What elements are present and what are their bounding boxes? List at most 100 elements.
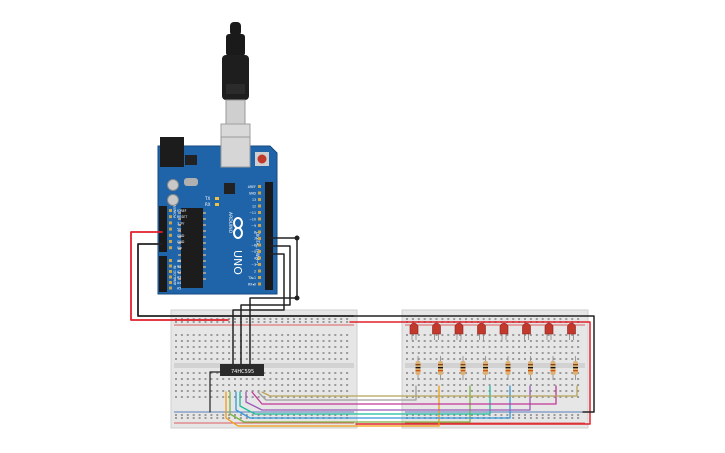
breadboard-hole[interactable] [571,417,574,419]
breadboard-hole[interactable] [565,352,568,354]
breadboard-hole[interactable] [500,318,503,320]
breadboard-hole[interactable] [275,414,278,416]
breadboard-hole[interactable] [293,334,295,336]
breadboard-hole[interactable] [482,414,485,416]
breadboard-hole[interactable] [228,321,231,323]
breadboard-hole[interactable] [228,340,231,342]
breadboard-hole[interactable] [512,318,515,320]
breadboard-hole[interactable] [281,390,284,392]
breadboard-hole[interactable] [198,340,201,342]
breadboard-hole[interactable] [500,346,503,348]
breadboard-hole[interactable] [571,346,574,348]
pin-hole[interactable] [258,204,261,208]
breadboard-hole[interactable] [435,384,438,386]
breadboard-hole[interactable] [529,318,532,320]
breadboard-hole[interactable] [535,417,538,419]
breadboard-hole[interactable] [482,396,485,398]
breadboard-hole[interactable] [298,390,301,392]
breadboard-hole[interactable] [245,340,248,342]
breadboard-hole[interactable] [216,384,219,386]
breadboard-hole[interactable] [476,396,479,398]
breadboard-hole[interactable] [204,321,207,323]
breadboard-hole[interactable] [565,318,568,320]
breadboard-hole[interactable] [216,340,219,342]
led-red[interactable] [409,322,419,340]
breadboard-hole[interactable] [577,352,580,354]
breadboard-hole[interactable] [559,417,562,419]
breadboard-hole[interactable] [222,318,225,320]
breadboard-hole[interactable] [559,340,562,342]
breadboard-hole[interactable] [500,334,503,336]
breadboard-hole[interactable] [476,352,479,354]
reset-button[interactable] [255,152,269,166]
breadboard-hole[interactable] [547,334,550,336]
breadboard-hole[interactable] [180,417,183,419]
breadboard-hole[interactable] [263,346,266,348]
breadboard-hole[interactable] [488,346,491,348]
breadboard-hole[interactable] [529,396,532,398]
breadboard-hole[interactable] [411,334,414,336]
breadboard-hole[interactable] [453,318,456,320]
breadboard-hole[interactable] [316,414,319,416]
breadboard-hole[interactable] [411,318,414,320]
breadboard-hole[interactable] [494,390,497,392]
breadboard-hole[interactable] [447,396,450,398]
breadboard-hole[interactable] [506,352,509,354]
breadboard-hole[interactable] [192,417,195,419]
breadboard-hole[interactable] [257,318,260,320]
breadboard-hole[interactable] [186,417,189,419]
pin-hole[interactable] [258,269,261,273]
breadboard-hole[interactable] [186,334,189,336]
breadboard-hole[interactable] [512,346,515,348]
breadboard-hole[interactable] [571,318,574,320]
breadboard-hole[interactable] [512,390,515,392]
breadboard-hole[interactable] [328,358,331,360]
breadboard-hole[interactable] [512,340,515,342]
breadboard-hole[interactable] [322,340,325,342]
pin-hole[interactable] [169,281,172,284]
breadboard-hole[interactable] [417,378,420,380]
breadboard-hole[interactable] [263,318,266,320]
breadboard-hole[interactable] [340,334,343,336]
breadboard-hole[interactable] [316,384,319,386]
breadboard-hole[interactable] [316,352,319,354]
breadboard-hole[interactable] [547,358,550,360]
breadboard-hole[interactable] [210,390,213,392]
breadboard-hole[interactable] [275,358,278,360]
breadboard-hole[interactable] [494,396,497,398]
breadboard-hole[interactable] [406,318,408,320]
breadboard-hole[interactable] [228,396,231,398]
breadboard-hole[interactable] [281,414,284,416]
breadboard-hole[interactable] [441,352,444,354]
breadboard-hole[interactable] [186,346,189,348]
breadboard-hole[interactable] [435,414,438,416]
breadboard-hole[interactable] [275,318,278,320]
breadboard-hole[interactable] [423,358,426,360]
breadboard-hole[interactable] [257,414,260,416]
breadboard-hole[interactable] [441,340,444,342]
breadboard-hole[interactable] [204,378,207,380]
breadboard-hole[interactable] [441,384,444,386]
breadboard-hole[interactable] [334,346,337,348]
breadboard-hole[interactable] [447,372,450,374]
breadboard-hole[interactable] [234,417,236,419]
breadboard-hole[interactable] [257,321,260,323]
breadboard-hole[interactable] [328,334,331,336]
breadboard-hole[interactable] [275,372,278,374]
breadboard-hole[interactable] [406,384,408,386]
breadboard-hole[interactable] [328,372,331,374]
breadboard-hole[interactable] [298,414,301,416]
pin-hole[interactable] [169,246,172,250]
breadboard-hole[interactable] [571,384,574,386]
breadboard-hole[interactable] [257,334,260,336]
breadboard-hole[interactable] [559,396,562,398]
breadboard-hole[interactable] [298,340,301,342]
breadboard-hole[interactable] [222,346,225,348]
breadboard-hole[interactable] [228,352,231,354]
breadboard-hole[interactable] [175,378,177,380]
wire-output-grey[interactable] [257,385,417,401]
breadboard-hole[interactable] [298,396,301,398]
pin-hole[interactable] [169,275,172,279]
breadboard-hole[interactable] [340,372,343,374]
breadboard-hole[interactable] [482,346,485,348]
